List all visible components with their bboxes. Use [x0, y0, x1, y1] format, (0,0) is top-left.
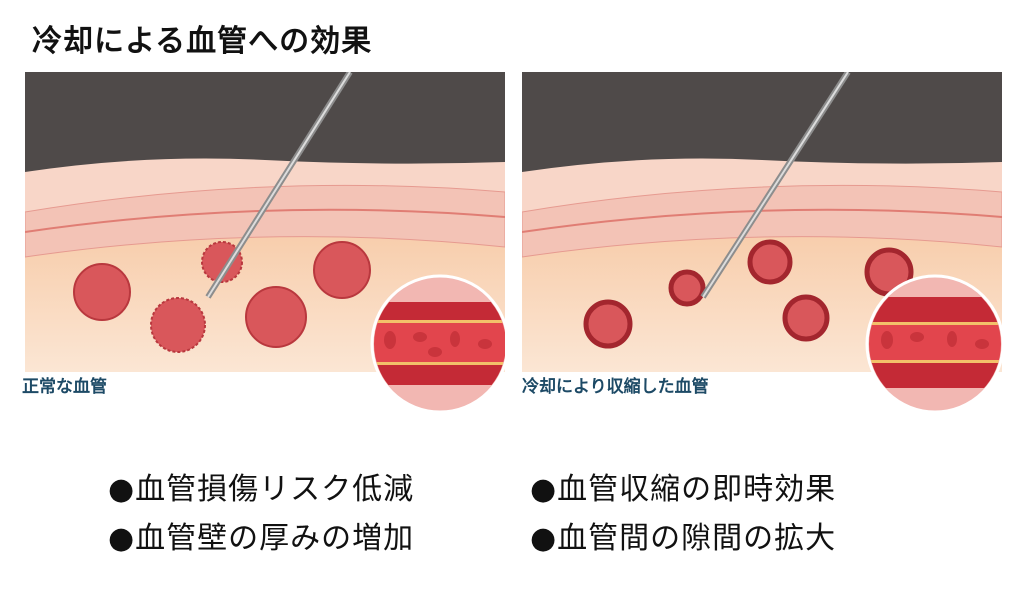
damaged-blood-vessel [201, 241, 243, 283]
cooled-vessel-caption: 冷却により収縮した血管 [522, 377, 709, 397]
blood-vessel [245, 286, 307, 348]
benefit-item: ●血管壁の厚みの増加 [108, 521, 415, 556]
normal-vessel-caption: 正常な血管 [22, 377, 107, 397]
constricted-blood-vessel [747, 239, 793, 285]
cooled-vessel-illustration [522, 72, 1002, 414]
benefit-item: ●血管間の隙間の拡大 [530, 521, 837, 556]
blood-vessel [313, 241, 371, 299]
page-title: 冷却による血管への効果 [32, 24, 373, 59]
constricted-blood-vessel [583, 299, 633, 349]
benefit-item: ●血管収縮の即時効果 [530, 472, 837, 507]
constricted-blood-vessel [668, 269, 706, 307]
damaged-blood-vessel [150, 297, 206, 353]
benefit-item: ●血管損傷リスク低減 [108, 472, 415, 507]
vessel-magnifier [370, 274, 505, 414]
normal-vessel-illustration [25, 72, 505, 414]
blood-vessel [73, 263, 131, 321]
vessel-magnifier [865, 274, 1002, 414]
constricted-blood-vessel [782, 294, 830, 342]
